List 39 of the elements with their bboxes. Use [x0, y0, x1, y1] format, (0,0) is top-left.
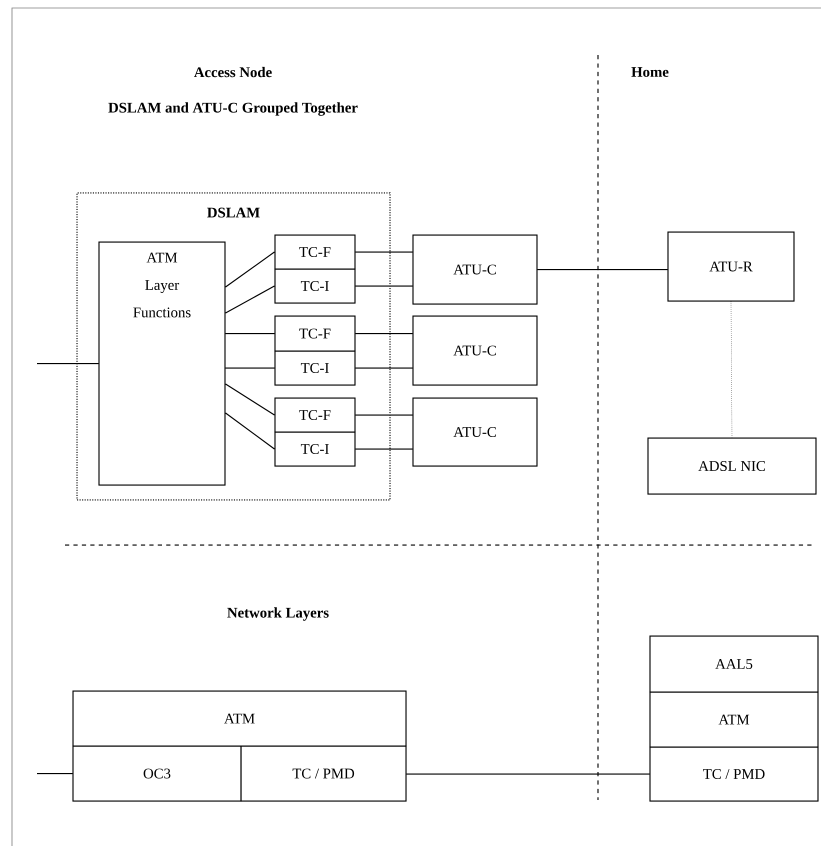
connector-line: [406, 773, 650, 775]
connector-line: [226, 332, 274, 334]
connector-line: [37, 772, 72, 774]
layer-box: TC / PMD: [649, 746, 819, 802]
connector-line: [356, 332, 412, 334]
component-box: TC-I: [274, 431, 356, 467]
connector-line: [226, 367, 274, 369]
section-heading: Access Node: [194, 66, 272, 78]
connector-line: [225, 384, 275, 416]
layer-box: ATM: [649, 691, 819, 748]
layer-box: AAL5: [649, 635, 819, 693]
connector-line: [356, 251, 412, 253]
component-box: TC-F: [274, 234, 356, 270]
connector-line: [225, 252, 275, 288]
connector-line: [356, 285, 412, 287]
connector-line: [225, 412, 275, 450]
connector-line: [730, 301, 732, 438]
connector-line: [356, 414, 412, 416]
section-heading: Home: [631, 67, 668, 77]
connector-line: [356, 448, 412, 450]
layer-box: TC / PMD: [240, 745, 407, 802]
layer-box: ATM: [72, 690, 407, 747]
component-box: ATU-R: [667, 231, 795, 302]
component-box: TC-I: [274, 268, 356, 304]
connector-line: [225, 286, 275, 314]
section-heading: DSLAM and ATU-C Grouped Together: [108, 102, 358, 116]
component-box: ATU-C: [412, 397, 538, 467]
component-box: TC-F: [274, 315, 356, 352]
layer-box: OC3: [72, 745, 242, 802]
function-box: ATM Layer Functions: [98, 241, 226, 486]
component-box: TC-I: [274, 350, 356, 386]
component-box: ADSL NIC: [647, 437, 817, 495]
connector-line: [37, 362, 98, 364]
component-box: TC-F: [274, 397, 356, 433]
component-box: ATU-C: [412, 234, 538, 305]
connector-line: [538, 268, 668, 270]
connector-line: [356, 367, 412, 369]
section-heading: Network Layers: [227, 607, 329, 621]
component-box: ATU-C: [412, 315, 538, 386]
